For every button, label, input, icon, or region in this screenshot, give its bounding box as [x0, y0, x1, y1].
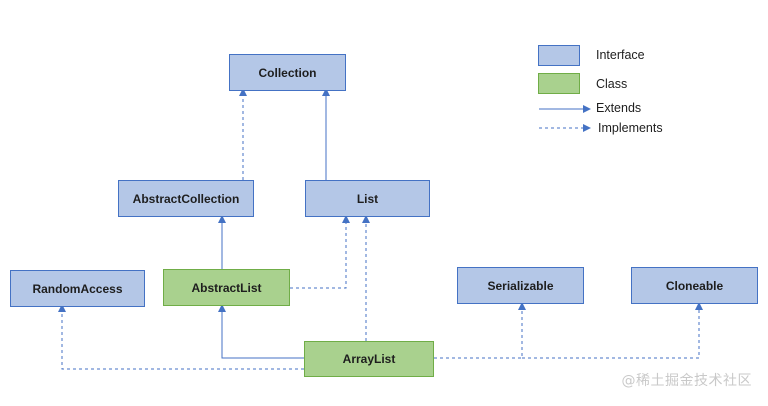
node-serializable-label: Serializable: [487, 278, 554, 293]
node-abstract-collection-label: AbstractCollection: [132, 191, 240, 206]
legend-class-label: Class: [596, 77, 628, 91]
node-array-list-label: ArrayList: [342, 352, 396, 366]
implements-line-arraylist-serializable: [434, 302, 526, 359]
node-abstract-list-label: AbstractList: [191, 280, 262, 295]
node-abstract-list: AbstractList: [163, 269, 290, 306]
node-serializable: Serializable: [457, 267, 584, 304]
legend-implements-label: Implements: [598, 121, 663, 135]
implements-line-arraylist-cloneable: [522, 302, 703, 359]
legend-interface-swatch: [538, 45, 580, 66]
legend-interface-label: Interface: [596, 48, 645, 62]
watermark: @稀土掘金技术社区: [621, 373, 752, 389]
node-array-list: ArrayList: [304, 341, 434, 377]
legend-extends-label: Extends: [596, 101, 642, 115]
implements-line-arraylist-randomaccess: [58, 304, 304, 370]
node-cloneable: Cloneable: [631, 267, 758, 304]
implements-line-abstractlist-list: [290, 215, 350, 289]
node-random-access: RandomAccess: [10, 270, 145, 307]
extends-line-arraylist-abstractlist: [218, 304, 304, 359]
node-list-label: List: [356, 191, 379, 206]
node-collection-label: Collection: [258, 65, 317, 80]
node-random-access-label: RandomAccess: [32, 281, 123, 296]
node-list: List: [305, 180, 430, 217]
node-cloneable-label: Cloneable: [665, 278, 724, 293]
node-abstract-collection: AbstractCollection: [118, 180, 254, 217]
node-collection: Collection: [229, 54, 346, 91]
legend-class-swatch: [538, 73, 580, 94]
